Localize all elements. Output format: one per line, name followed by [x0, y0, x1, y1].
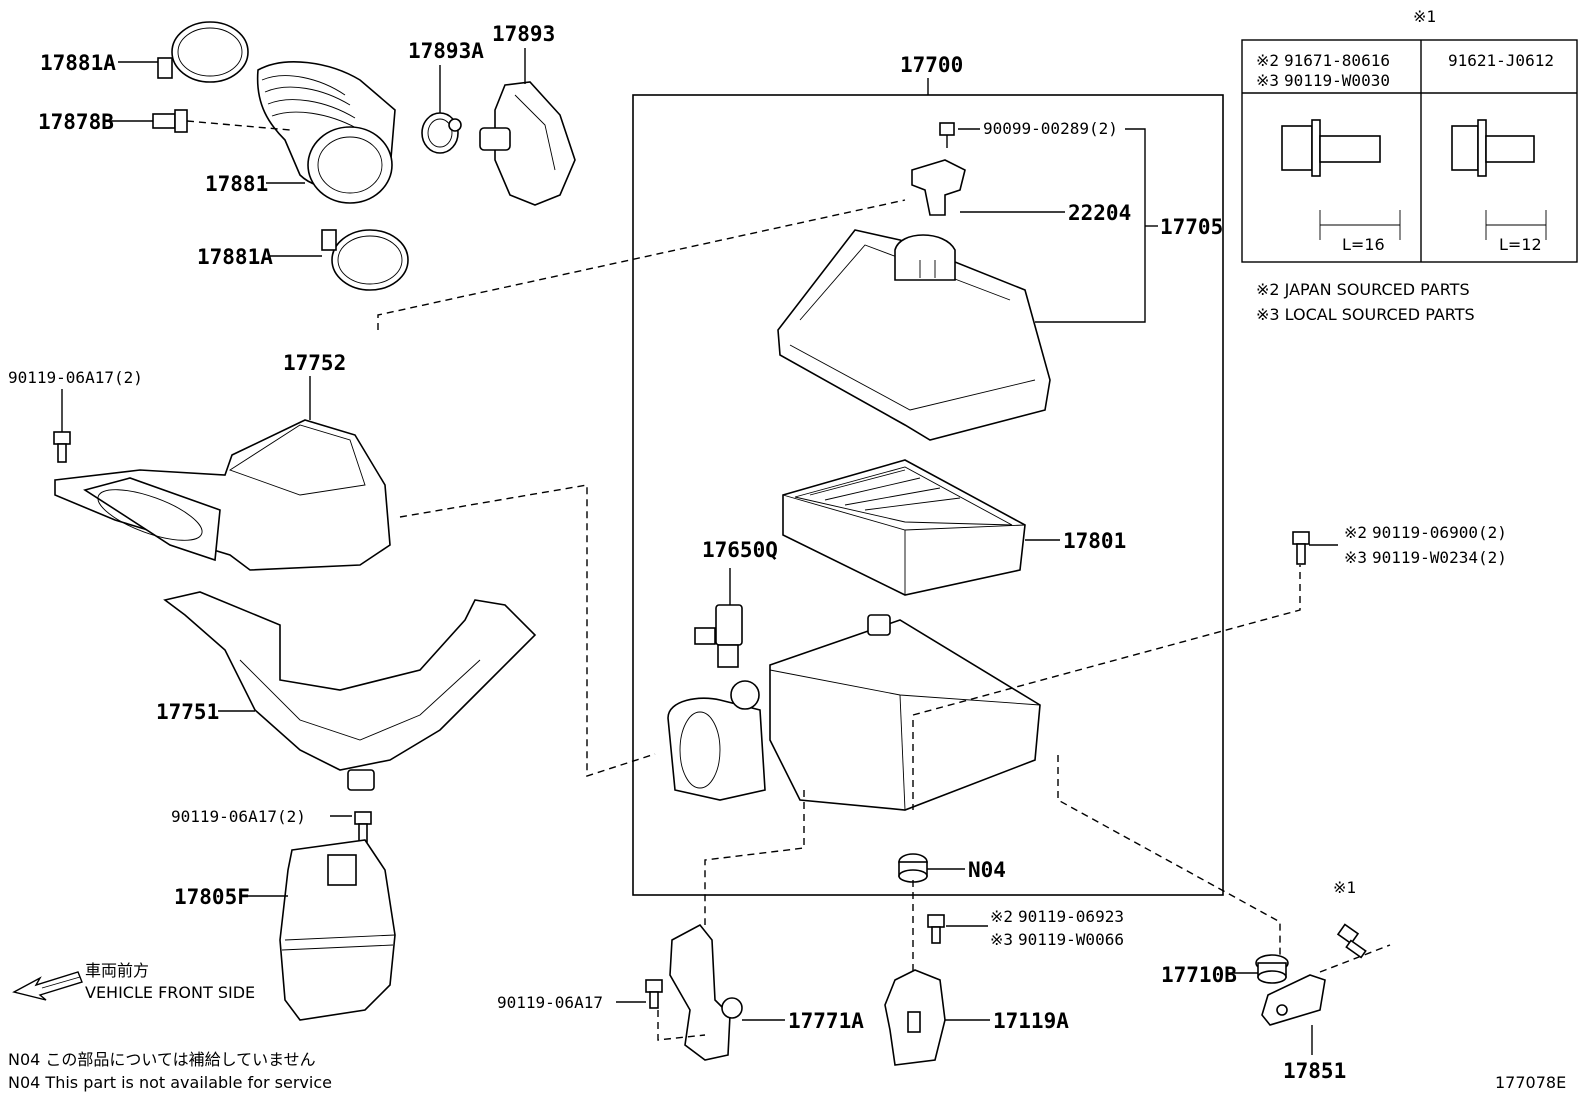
label-90119-06900: 90119-06900(2) [1372, 523, 1507, 542]
bolt-90119-06A17-drawing [645, 979, 663, 1009]
table-mark1: ※1 [1413, 7, 1436, 26]
bracket-17851-drawing [1261, 974, 1326, 1026]
clamp-17893A-drawing [421, 112, 462, 154]
mark1-bolt: ※1 [1333, 878, 1356, 897]
label-17650Q: 17650Q [702, 538, 778, 562]
bolt-90119-06A17-top-drawing [53, 431, 71, 463]
label-17881: 17881 [205, 172, 268, 196]
vehicle-front-arrow-icon [12, 971, 83, 1001]
direction-jp: 車両前方 [85, 961, 149, 980]
plug-17878B-drawing [152, 109, 188, 133]
bracket-17119A-drawing [884, 969, 946, 1066]
legend-local: ※3 LOCAL SOURCED PARTS [1256, 305, 1475, 324]
label-90099-00289: 90099-00289(2) [983, 119, 1118, 138]
legend-japan: ※2 JAPAN SOURCED PARTS [1256, 280, 1470, 299]
clamp-17881A-bottom-drawing [321, 229, 409, 291]
footnote-en: N04 This part is not available for servi… [8, 1073, 332, 1092]
label-22204: 22204 [1068, 201, 1131, 225]
inlet-17752-drawing [54, 419, 391, 571]
label-17801: 17801 [1063, 529, 1126, 553]
table-col1-line2: 90119-W0030 [1284, 71, 1390, 90]
grommet-17710B-drawing [1255, 954, 1289, 984]
label-17893: 17893 [492, 22, 555, 46]
hose-17881-drawing [256, 61, 396, 204]
label-90119-W0234: 90119-W0234(2) [1372, 548, 1507, 567]
reference-table [1241, 39, 1578, 263]
label-17878B: 17878B [38, 110, 114, 134]
label-90119-W0066: 90119-W0066 [1018, 930, 1124, 949]
table-len2: L=12 [1499, 235, 1542, 254]
label-17771A: 17771A [788, 1009, 864, 1033]
upper-case-17705-drawing [777, 229, 1051, 441]
label-17893A: 17893A [408, 39, 484, 63]
duct-17751-drawing [163, 591, 537, 791]
label-17705: 17705 [1160, 215, 1223, 239]
mark2-90119-06900: ※2 [1344, 523, 1367, 542]
footnote-jp: N04 この部品については補給していません [8, 1050, 316, 1069]
label-17881A-bottom: 17881A [197, 245, 273, 269]
filter-element-17801-drawing [782, 459, 1026, 596]
table-mark2: ※2 [1256, 51, 1279, 70]
mark3-90119-W0234: ※3 [1344, 548, 1367, 567]
label-17851: 17851 [1283, 1059, 1346, 1083]
valve-17650Q-drawing [694, 568, 743, 668]
label-90119-06A17: 90119-06A17 [497, 993, 603, 1012]
grommet-N04-drawing [898, 853, 928, 883]
table-col2: 91621-J0612 [1448, 51, 1554, 70]
clamp-17881A-top-drawing [157, 21, 249, 83]
resonator-17893-drawing [479, 81, 576, 206]
label-17752: 17752 [283, 351, 346, 375]
mark2-90119-06923: ※2 [990, 907, 1013, 926]
bolt-mark1-drawing [1336, 923, 1367, 959]
sensor-22204-drawing [911, 122, 966, 216]
label-17881A-top: 17881A [40, 51, 116, 75]
table-len1: L=16 [1342, 235, 1385, 254]
table-mark3: ※3 [1256, 71, 1279, 90]
diagram-code: 177078E [1495, 1073, 1566, 1092]
label-17710B: 17710B [1161, 963, 1237, 987]
table-col1-line1: 91671-80616 [1284, 51, 1390, 70]
bracket-17771A-drawing [669, 923, 743, 1061]
label-17805F: 17805F [174, 885, 250, 909]
label-90119-06A17-2-mid: 90119-06A17(2) [171, 807, 306, 826]
label-17700: 17700 [900, 53, 963, 77]
bolt-90119-06A17-mid-drawing [354, 811, 372, 843]
bolt-90119-06923-drawing [927, 914, 945, 944]
resonator-17805F-drawing [279, 839, 396, 1021]
label-90119-06A17-2-top: 90119-06A17(2) [8, 368, 143, 387]
label-17751: 17751 [156, 700, 219, 724]
bolt-90119-06900-drawing [1292, 531, 1310, 565]
label-90119-06923: 90119-06923 [1018, 907, 1124, 926]
label-17119A: 17119A [993, 1009, 1069, 1033]
lower-case-drawing [667, 614, 1041, 811]
direction-en: VEHICLE FRONT SIDE [85, 983, 255, 1002]
label-N04: N04 [968, 858, 1006, 882]
mark3-90119-W0066: ※3 [990, 930, 1013, 949]
